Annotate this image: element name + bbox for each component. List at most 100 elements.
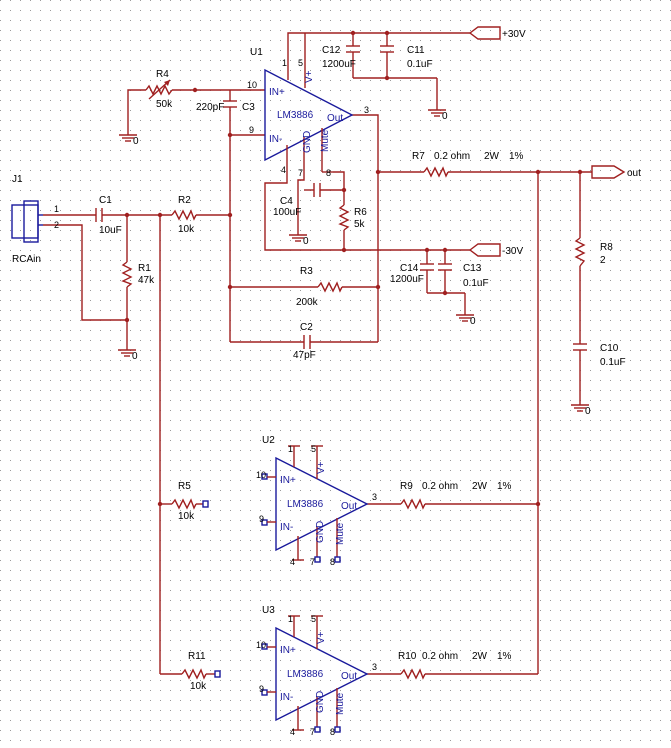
- u2-in-plus: IN+: [280, 475, 296, 486]
- wires: [43, 32, 592, 675]
- u1-gnd: GND: [302, 131, 313, 153]
- port-vpos-label: +30V: [502, 29, 526, 40]
- r1-ref: R1: [138, 263, 151, 274]
- c1-ref: C1: [99, 195, 112, 206]
- u2-in-minus: IN-: [280, 522, 293, 533]
- u2-pin8: 8: [330, 557, 335, 567]
- u1-pin1: 1: [282, 58, 287, 68]
- r11-value: 10k: [190, 681, 207, 692]
- r10-ref: R10: [398, 651, 417, 662]
- u2-pin7: 7: [310, 557, 315, 567]
- junctions: [124, 30, 583, 507]
- r3-ref: R3: [300, 266, 313, 277]
- ground-label: 0: [585, 406, 591, 417]
- r7-ref: R7: [412, 151, 425, 162]
- u1-pin9: 9: [249, 125, 254, 135]
- port-vneg: -30V: [468, 243, 523, 257]
- port-out-label: out: [627, 168, 641, 179]
- capacitor-c3: 220pF C3: [196, 100, 255, 113]
- port-out: out: [591, 165, 641, 179]
- u3-mute: Mute: [335, 692, 346, 715]
- capacitor-c13: C13 0.1uF: [438, 263, 489, 289]
- resistor-r7: R7 0.2 ohm 2W 1%: [412, 151, 524, 178]
- u3-part: LM3886: [287, 669, 324, 680]
- u3-pin4: 4: [290, 727, 295, 737]
- r7-tolerance: 1%: [509, 151, 524, 162]
- r10-tolerance: 1%: [497, 651, 512, 662]
- capacitor-c10: C10 0.1uF: [573, 343, 626, 368]
- capacitor-c12: C12 1200uF: [322, 45, 360, 70]
- r9-power: 2W: [472, 481, 488, 492]
- capacitor-c11: C11 0.1uF: [380, 45, 433, 70]
- ground-label: 0: [442, 111, 448, 122]
- c1-value: 10uF: [99, 225, 122, 236]
- u1-out: Out: [327, 113, 343, 124]
- r5-ref: R5: [178, 481, 191, 492]
- u1-pin10: 10: [247, 80, 257, 90]
- u2-ref: U2: [262, 435, 275, 446]
- j1-ref: J1: [12, 174, 23, 185]
- r4-ref: R4: [156, 69, 169, 80]
- u2-vplus: V+: [316, 461, 327, 474]
- u2-pin9: 9: [259, 514, 264, 524]
- u3-vplus: V+: [316, 631, 327, 644]
- r7-value: 0.2 ohm: [434, 151, 470, 162]
- c13-value: 0.1uF: [463, 278, 489, 289]
- r9-ref: R9: [400, 481, 413, 492]
- u1-pin3: 3: [364, 105, 369, 115]
- r8-value: 2: [600, 255, 606, 266]
- r4-value: 50k: [156, 99, 173, 110]
- j1-value: RCAin: [12, 254, 41, 265]
- r7-power: 2W: [484, 151, 500, 162]
- r9-value: 0.2 ohm: [422, 481, 458, 492]
- u3-out: Out: [341, 671, 357, 682]
- c10-value: 0.1uF: [600, 357, 626, 368]
- u3-pin10: 10: [256, 640, 266, 650]
- c3-ref: C3: [242, 102, 255, 113]
- u2-pin10: 10: [256, 470, 266, 480]
- resistor-r10: R10 0.2 ohm 2W 1%: [398, 651, 512, 680]
- c11-ref: C11: [407, 45, 425, 56]
- r2-ref: R2: [178, 195, 191, 206]
- j1-pin2: 2: [54, 220, 59, 230]
- r3-value: 200k: [296, 297, 319, 308]
- r2-value: 10k: [178, 224, 195, 235]
- u1-vplus: V+: [304, 70, 315, 83]
- u3-pin1: 1: [288, 614, 293, 624]
- u3-pin7: 7: [310, 727, 315, 737]
- u2-pin1: 1: [288, 444, 293, 454]
- c14-value: 1200uF: [390, 274, 424, 285]
- u3-ref: U3: [262, 605, 275, 616]
- resistor-r5: R5 10k: [171, 481, 209, 522]
- r5-value: 10k: [178, 511, 195, 522]
- ground-label: 0: [132, 351, 138, 362]
- u3-in-minus: IN-: [280, 692, 293, 703]
- r6-ref: R6: [354, 207, 367, 218]
- u1-ref: U1: [250, 47, 263, 58]
- u2-gnd: GND: [315, 521, 326, 543]
- c11-value: 0.1uF: [407, 59, 433, 70]
- u1-in-plus: IN+: [269, 87, 285, 98]
- resistor-r11: R11 10k: [181, 651, 221, 692]
- c10-ref: C10: [600, 343, 619, 354]
- resistor-r3: R3 200k: [296, 266, 343, 308]
- resistor-r9: R9 0.2 ohm 2W 1%: [400, 481, 512, 510]
- u2-part: LM3886: [287, 499, 324, 510]
- ground-symbols: 0 0 0 0 0 0: [117, 99, 591, 417]
- c4-ref: C4: [280, 196, 293, 207]
- c2-value: 47pF: [293, 350, 316, 361]
- c12-value: 1200uF: [322, 59, 356, 70]
- capacitor-c4: C4 100uF: [273, 183, 321, 218]
- opamp-u3: U3 IN+ IN- LM3886 Out V+ GND Mute 1 5 10…: [256, 605, 377, 737]
- u1-mute: Mute: [320, 129, 331, 152]
- r8-ref: R8: [600, 242, 613, 253]
- u1-pin4: 4: [281, 165, 286, 175]
- r10-value: 0.2 ohm: [422, 651, 458, 662]
- opamp-u2: U2 IN+ IN- LM3886 Out V+ GND Mute 1 5 10…: [256, 435, 377, 567]
- ground-label: 0: [303, 236, 309, 247]
- c12-ref: C12: [322, 45, 341, 56]
- capacitor-c2: C2 47pF: [293, 322, 316, 361]
- r6-value: 5k: [354, 219, 366, 230]
